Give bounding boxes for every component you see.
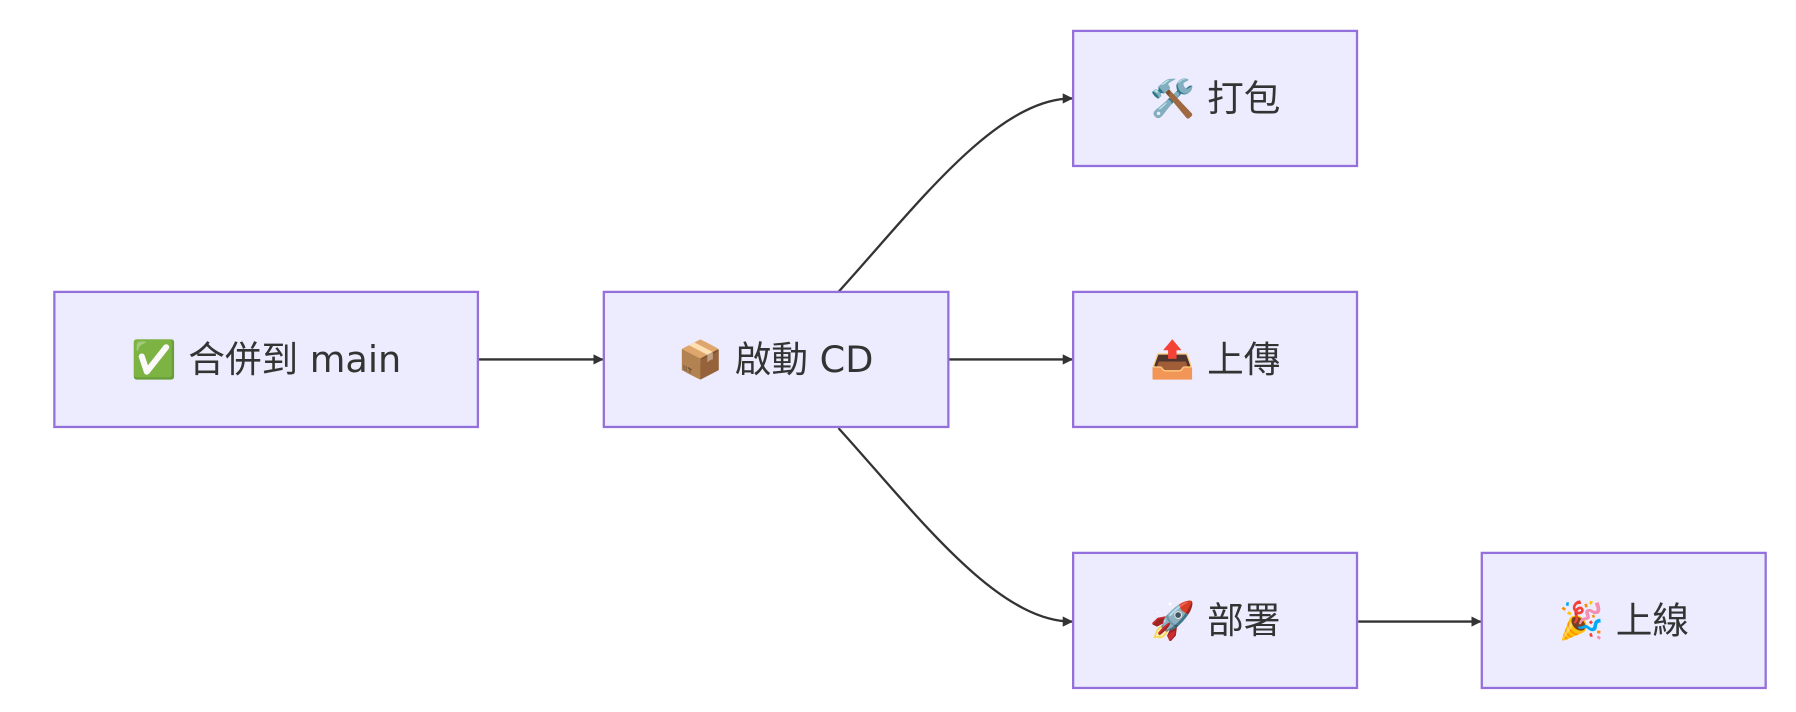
node-build[interactable]: 🛠️ 打包 [1071,29,1359,168]
node-label: ✅ 合併到 main [131,338,401,381]
node-deploy[interactable]: 🚀 部署 [1071,551,1359,690]
edge-start-cd-to-deploy [837,427,1074,627]
node-merge-to-main[interactable]: ✅ 合併到 main [53,290,480,429]
node-label: 🎉 上線 [1558,599,1689,643]
node-upload[interactable]: 📤 上傳 [1071,290,1359,429]
node-label: 🛠️ 打包 [1150,76,1281,120]
node-live[interactable]: 🎉 上線 [1480,551,1767,690]
node-label: 📤 上傳 [1150,338,1281,381]
node-start-cd[interactable]: 📦 啟動 CD [602,290,950,429]
node-label: 📦 啟動 CD [678,338,874,381]
node-label: 🚀 部署 [1150,599,1281,642]
edge-start-cd-to-build [837,93,1074,293]
